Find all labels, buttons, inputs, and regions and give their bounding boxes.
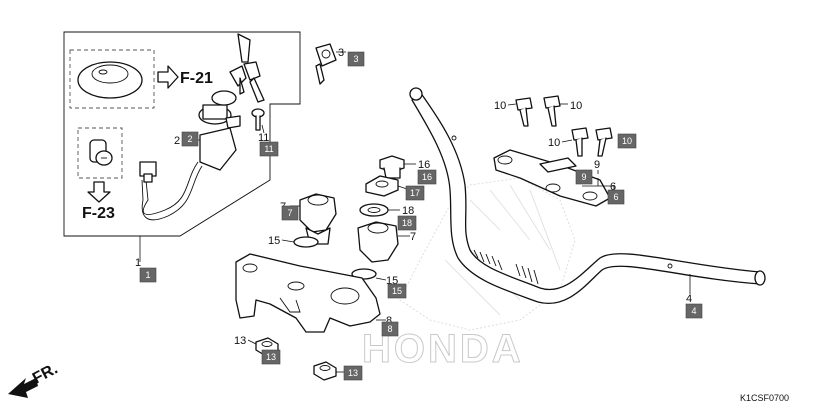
svg-text:11: 11: [264, 144, 273, 154]
leader-10c: [561, 139, 573, 143]
callout-4: 4: [686, 293, 692, 305]
part-box-11[interactable]: 11: [259, 141, 279, 157]
top-bridge: [235, 253, 381, 333]
callout-9: 9: [594, 159, 600, 171]
svg-text:16: 16: [422, 172, 432, 182]
seat-lock-illustration: [89, 139, 113, 166]
part-box-3[interactable]: 3: [347, 51, 365, 67]
part-box-7[interactable]: 7: [281, 205, 299, 221]
callout-10a: 10: [494, 100, 506, 112]
key-illustration: [315, 43, 337, 85]
part-box-9[interactable]: 9: [575, 169, 593, 185]
callout-18: 18: [402, 205, 414, 217]
part-box-6[interactable]: 6: [607, 189, 625, 205]
callout-2: 2: [174, 135, 180, 147]
callout-11: 11: [258, 132, 269, 144]
callout-7b: 7: [410, 231, 416, 243]
svg-text:15: 15: [392, 286, 402, 296]
handlebar: [409, 87, 766, 305]
bolts-10: [515, 95, 613, 157]
part-box-18[interactable]: 18: [397, 215, 417, 231]
svg-text:6: 6: [613, 192, 618, 202]
fuel-cap-inset: [69, 49, 155, 109]
svg-text:8: 8: [387, 324, 392, 334]
diagram-code: K1CSF0700: [740, 393, 789, 403]
svg-text:13: 13: [266, 352, 276, 362]
svg-text:17: 17: [410, 188, 420, 198]
svg-text:2: 2: [187, 134, 192, 144]
part-box-1[interactable]: 1: [139, 267, 157, 283]
leader-15a: [281, 239, 295, 243]
nut-13-right: [313, 361, 337, 381]
part-box-10[interactable]: 10: [617, 133, 637, 149]
nut-17: [365, 175, 399, 197]
svg-text:9: 9: [581, 172, 586, 182]
leader-6-9: [582, 178, 615, 190]
svg-text:10: 10: [622, 136, 632, 146]
part-box-8[interactable]: 8: [381, 321, 399, 337]
svg-text:3: 3: [353, 54, 358, 64]
part-box-4[interactable]: 4: [685, 303, 703, 319]
svg-text:4: 4: [691, 306, 696, 316]
part-box-13-right[interactable]: 13: [343, 365, 363, 381]
callout-6: 6: [610, 181, 616, 193]
svg-text:18: 18: [402, 218, 412, 228]
seat-lock-inset: [77, 127, 123, 179]
callout-3: 3: [338, 47, 344, 59]
front-arrow: FR.: [8, 360, 61, 398]
ref-f21: F-21: [180, 70, 213, 87]
washer-18: [359, 203, 389, 217]
leader-11: [261, 124, 265, 134]
arrow-f21: [157, 65, 179, 89]
part-box-16[interactable]: 16: [417, 169, 437, 185]
fuel-cap-illustration: [77, 61, 143, 99]
callout-15a: 15: [268, 235, 280, 247]
screw-11: [251, 108, 265, 131]
callout-8: 8: [386, 315, 392, 327]
callout-1: 1: [135, 257, 141, 269]
callout-16: 16: [418, 159, 430, 171]
callout-10b: 10: [570, 100, 582, 112]
part-box-17[interactable]: 17: [405, 185, 425, 201]
washer-15-left: [293, 236, 319, 248]
svg-text:7: 7: [287, 208, 292, 218]
washer-15-right: [351, 268, 377, 280]
leader-15b: [375, 277, 387, 281]
leader-13a: [247, 339, 257, 345]
ref-f23: F-23: [82, 205, 115, 222]
collar-16: [379, 155, 405, 179]
callout-10c: 10: [548, 137, 560, 149]
svg-text:13: 13: [348, 368, 358, 378]
part-box-15[interactable]: 15: [387, 283, 407, 299]
part-box-13-left[interactable]: 13: [261, 349, 281, 365]
part-box-2[interactable]: 2: [181, 131, 199, 147]
arrow-f23: [87, 181, 111, 203]
callout-13: 13: [234, 335, 246, 347]
lower-holder-7-right: [357, 221, 399, 263]
ignition-switch: [139, 33, 265, 221]
upper-holder: [493, 149, 611, 207]
leader-10a: [507, 103, 517, 106]
svg-text:1: 1: [145, 270, 150, 280]
